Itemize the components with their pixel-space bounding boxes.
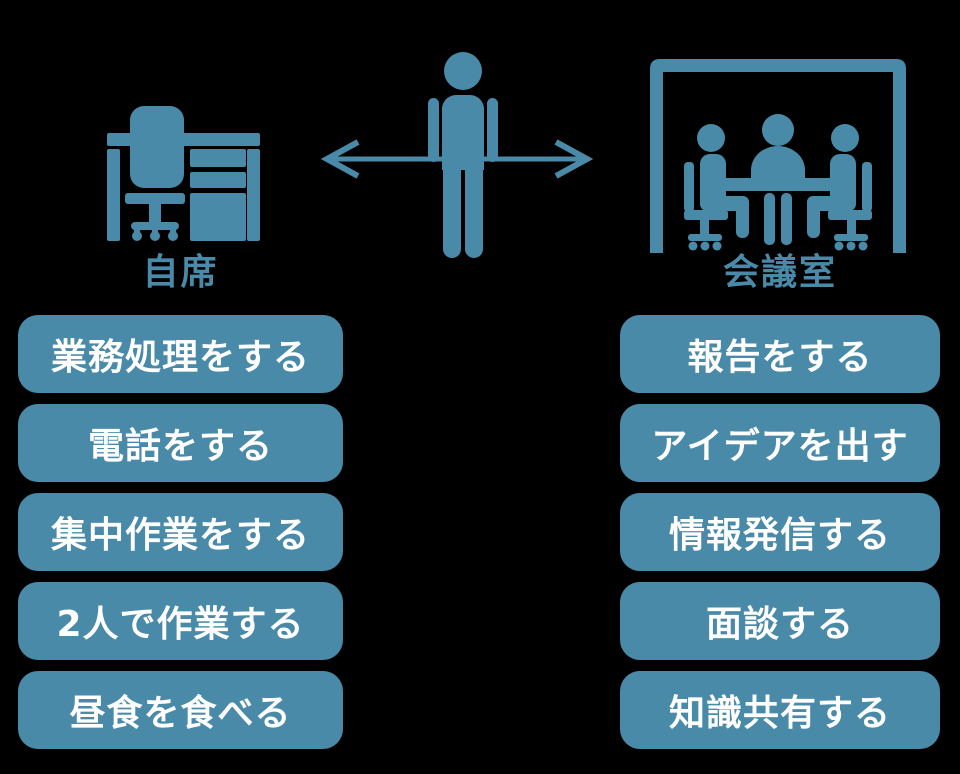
desk-icon (107, 106, 260, 241)
person-icon (428, 52, 498, 258)
activity-box: 面談する (620, 582, 940, 660)
activity-box: 2人で作業する (18, 582, 343, 660)
meeting-room-icon (650, 59, 906, 253)
activity-box: 報告をする (620, 315, 940, 393)
activity-box: 業務処理をする (18, 315, 343, 393)
activity-box: 電話をする (18, 404, 343, 482)
left-activity-list: 業務処理をする 電話をする 集中作業をする 2人で作業する 昼食を食べる (18, 315, 343, 749)
right-column-label: 会議室 (722, 252, 837, 293)
left-column-label: 自席 (142, 252, 219, 293)
activity-box: アイデアを出す (620, 404, 940, 482)
activity-box: 昼食を食べる (18, 671, 343, 749)
activity-box: 知識共有する (620, 671, 940, 749)
activity-box: 集中作業をする (18, 493, 343, 571)
activity-box: 情報発信する (620, 493, 940, 571)
right-activity-list: 報告をする アイデアを出す 情報発信する 面談する 知識共有する (620, 315, 940, 749)
